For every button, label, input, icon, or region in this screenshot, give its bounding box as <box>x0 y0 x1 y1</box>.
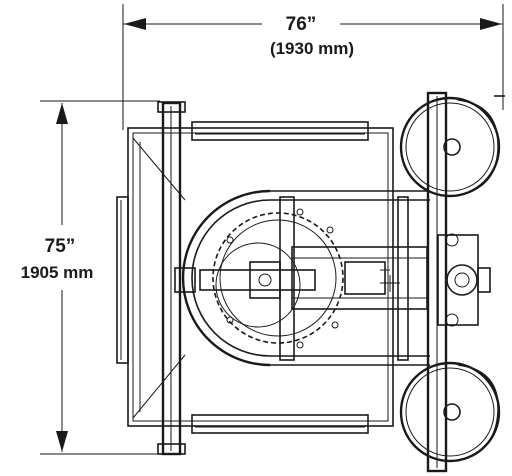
gearbox-output <box>477 267 491 293</box>
width-metric-label: (1930 mm) <box>270 39 354 58</box>
reel-bottom-hub <box>443 403 461 421</box>
left-side-panel <box>116 196 129 364</box>
right-vertical-beam <box>426 91 448 473</box>
toothed-disc <box>212 212 344 344</box>
reel-top <box>399 96 501 198</box>
motor-block <box>344 261 386 295</box>
width-imperial-label: 76” <box>286 14 317 35</box>
reel-bottom <box>399 361 501 463</box>
width-arrow-left <box>124 18 146 30</box>
inner-vertical-frame-right <box>397 196 409 361</box>
outer-frame <box>127 127 394 427</box>
width-arrow-right <box>480 18 502 30</box>
gearbox-pulley <box>446 264 478 296</box>
width-dimension: 76” (1930 mm) <box>122 4 504 130</box>
shaft-bearing-left <box>174 267 196 293</box>
bottom-rail <box>191 414 369 434</box>
hub-shaft <box>199 269 316 291</box>
hopper-diagonal-top <box>132 137 186 201</box>
gearbox <box>437 234 479 326</box>
height-arrow-top <box>56 103 68 124</box>
hopper-diagonal-bottom <box>132 354 186 419</box>
top-rail <box>191 121 369 141</box>
height-dimension: 75” 1905 mm <box>21 100 160 455</box>
motor-housing <box>291 246 428 310</box>
disc-inner-ring <box>219 219 337 337</box>
height-metric-label: 1905 mm <box>21 263 94 282</box>
guard-semicircle-inner <box>191 199 271 357</box>
beam-cap-top <box>157 101 186 113</box>
reel-top-hub <box>443 138 461 156</box>
guard-semicircle-outer <box>181 189 271 367</box>
shaft-coupling <box>249 261 281 299</box>
beam-cap-bottom <box>157 443 186 455</box>
height-arrow-bottom <box>56 431 68 452</box>
height-imperial-label: 75” <box>45 236 76 257</box>
machine-top-view <box>116 91 505 473</box>
disc-hub-ring <box>215 242 301 328</box>
